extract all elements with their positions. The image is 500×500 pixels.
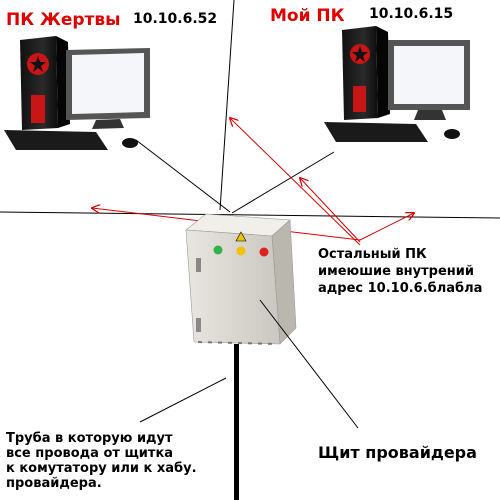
panel-label: Щит провайдера xyxy=(318,443,477,462)
keyboard-icon xyxy=(324,122,428,142)
pipe-note: Труба в которую идут все провода от щитк… xyxy=(6,431,197,491)
others-note-line: Остальный ПК xyxy=(318,247,427,262)
cable-pipe xyxy=(234,344,239,500)
pipe-note-line: к комутатору или к хабу. xyxy=(6,461,197,476)
victim-link xyxy=(135,139,231,213)
arrow-to-my-pc xyxy=(300,178,361,243)
victim-pc-title: ПК Жертвы xyxy=(6,10,121,30)
others-note: Остальный ПК имеюшие внутрений адрес 10.… xyxy=(318,246,482,297)
horizontal-divider xyxy=(0,211,500,219)
others-note-line: адрес 10.10.6.блабла xyxy=(318,281,483,296)
arrow-to-right xyxy=(359,213,414,241)
keyboard-icon xyxy=(4,130,108,150)
monitor-icon xyxy=(66,48,150,129)
pipe-note-line: все провода от щитка xyxy=(6,446,174,461)
mouse-icon xyxy=(122,138,138,148)
green-lamp xyxy=(213,245,223,255)
electrical-panel-icon xyxy=(185,213,297,345)
arrow-to-victim xyxy=(230,118,361,246)
mouse-icon xyxy=(444,129,460,139)
warning-triangle-icon xyxy=(235,231,247,242)
pipe-note-pointer xyxy=(139,377,227,423)
pipe-note-line: провайдера. xyxy=(6,476,102,491)
vertical-divider xyxy=(219,0,235,211)
red-lamp xyxy=(259,247,269,257)
victim-pc-ip: 10.10.6.52 xyxy=(133,11,218,27)
panel-label-pointer xyxy=(259,299,359,429)
my-computer xyxy=(231,26,470,214)
my-pc-ip: 10.10.6.15 xyxy=(369,6,454,22)
pipe-note-line: Труба в которую идут xyxy=(6,431,173,446)
computer-tower-icon xyxy=(20,36,70,130)
victim-computer xyxy=(4,36,231,213)
my-pc-title: Мой ПК xyxy=(270,6,345,26)
monitor-icon xyxy=(388,40,470,120)
my-link xyxy=(231,151,335,214)
others-note-line: имеюшие внутрений xyxy=(318,264,474,279)
computer-tower-icon xyxy=(342,26,390,120)
yellow-lamp xyxy=(236,246,246,256)
